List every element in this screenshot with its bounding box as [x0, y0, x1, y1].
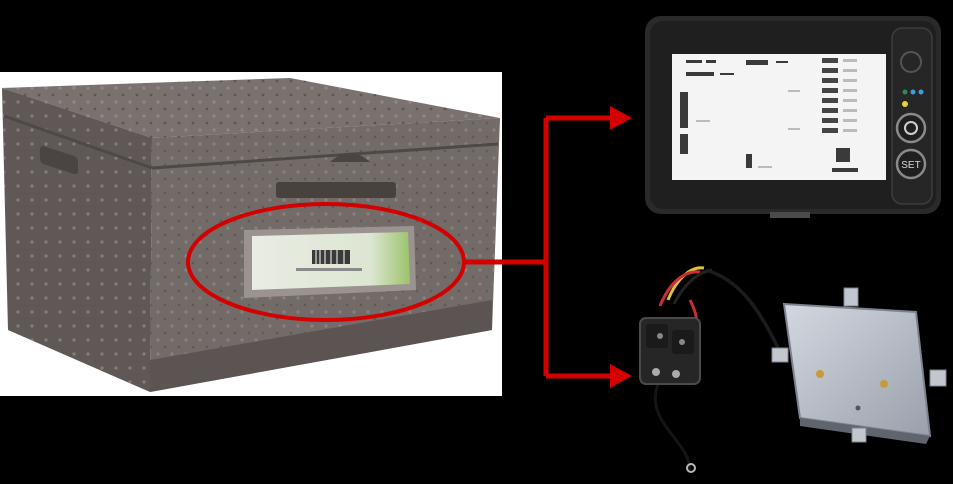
insulated-cooler-box [2, 78, 500, 392]
control-panel-device: SET [645, 16, 941, 218]
e-paper-label-tag [244, 226, 416, 298]
power-icon [904, 121, 918, 135]
connector-arrows [464, 115, 612, 379]
set-button-label: SET [901, 160, 920, 171]
set-button[interactable] [895, 148, 927, 180]
sensor-module [639, 266, 782, 473]
arrow-head-bottom [610, 364, 632, 388]
power-button[interactable] [895, 112, 927, 144]
wifi-icon[interactable] [900, 51, 922, 73]
arrow-head-top [610, 106, 632, 130]
mounting-bracket [771, 287, 947, 444]
